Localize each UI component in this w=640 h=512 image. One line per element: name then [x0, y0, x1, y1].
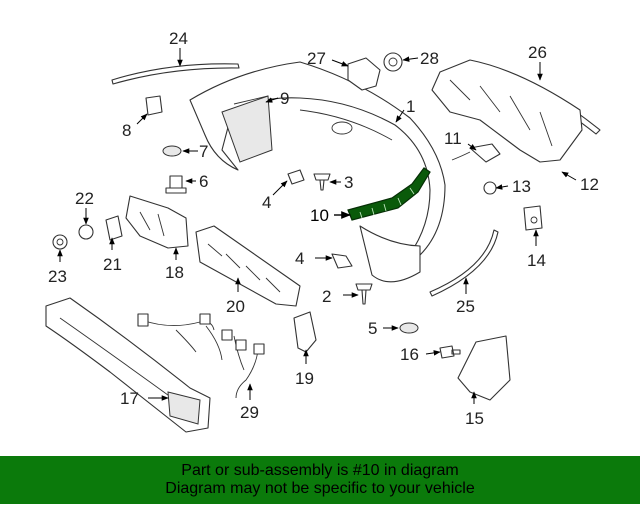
- part-10-reinforcement-strip: [347, 167, 431, 221]
- callout-4-upper: 4: [262, 193, 271, 212]
- callout-15: 15: [465, 409, 484, 428]
- part-13-clip: [483, 181, 497, 195]
- callout-14: 14: [527, 251, 546, 270]
- callout-8: 8: [122, 121, 131, 140]
- banner-line-1: Part or sub-assembly is #10 in diagram: [181, 462, 459, 479]
- callout-16: 16: [400, 345, 419, 364]
- part-18-bracket: [125, 195, 189, 249]
- part-21-stud: [105, 215, 123, 241]
- callout-1: 1: [406, 97, 415, 116]
- part-19-sensor-bracket: [293, 311, 317, 353]
- callout-22: 22: [75, 189, 94, 208]
- part-28-grommet: [383, 52, 403, 72]
- callout-18: 18: [165, 263, 184, 282]
- callout-5: 5: [368, 319, 377, 338]
- callout-9: 9: [280, 89, 289, 108]
- callout-3: 3: [344, 173, 353, 192]
- part-2-screw: [355, 283, 373, 305]
- part-3-screw: [313, 173, 331, 191]
- callout-23: 23: [48, 267, 67, 286]
- part-23-nut: [52, 234, 68, 250]
- part-20-energy-absorber: [195, 225, 301, 307]
- part-5-washer: [399, 322, 419, 334]
- callout-17: 17: [120, 389, 139, 408]
- part-4-clip-lower: [331, 253, 353, 269]
- callout-4-lower: 4: [295, 249, 304, 268]
- callout-12: 12: [580, 175, 599, 194]
- part-15-splash-shield: [457, 335, 511, 401]
- part-22-nut: [78, 224, 94, 240]
- callout-27: 27: [307, 49, 326, 68]
- part-7-washer: [162, 145, 182, 157]
- part-25-trim-strip: [429, 229, 499, 297]
- callout-19: 19: [295, 369, 314, 388]
- part-16-bolt: [439, 345, 461, 359]
- callout-6: 6: [199, 172, 208, 191]
- part-8-clip: [145, 95, 163, 116]
- callout-10: 10: [310, 206, 329, 225]
- part-11-sensor: [469, 143, 501, 163]
- callout-26: 26: [528, 43, 547, 62]
- callout-29: 29: [240, 403, 259, 422]
- part-1-bumper-cover: [189, 61, 446, 263]
- part-4-clip-upper: [287, 169, 305, 185]
- callout-13: 13: [512, 177, 531, 196]
- info-banner: Part or sub-assembly is #10 in diagram D…: [0, 456, 640, 504]
- banner-line-2: Diagram may not be specific to your vehi…: [165, 480, 475, 497]
- part-24-trim-strip: [111, 63, 240, 85]
- callout-24: 24: [169, 29, 188, 48]
- callout-21: 21: [103, 255, 122, 274]
- exploded-parts-diagram: 1 2 3 4 4 5 6 7 8 9 10 11 12 13 14 15 16…: [45, 29, 601, 433]
- callout-28: 28: [420, 49, 439, 68]
- part-26-diffuser: [431, 59, 583, 163]
- callout-25: 25: [456, 297, 475, 316]
- callout-11: 11: [444, 129, 462, 148]
- part-27-cover: [347, 57, 381, 91]
- part-6-bolt: [165, 175, 187, 194]
- callout-2: 2: [322, 287, 331, 306]
- part-14-bracket: [523, 205, 543, 231]
- callout-7: 7: [199, 142, 208, 161]
- callout-20: 20: [226, 297, 245, 316]
